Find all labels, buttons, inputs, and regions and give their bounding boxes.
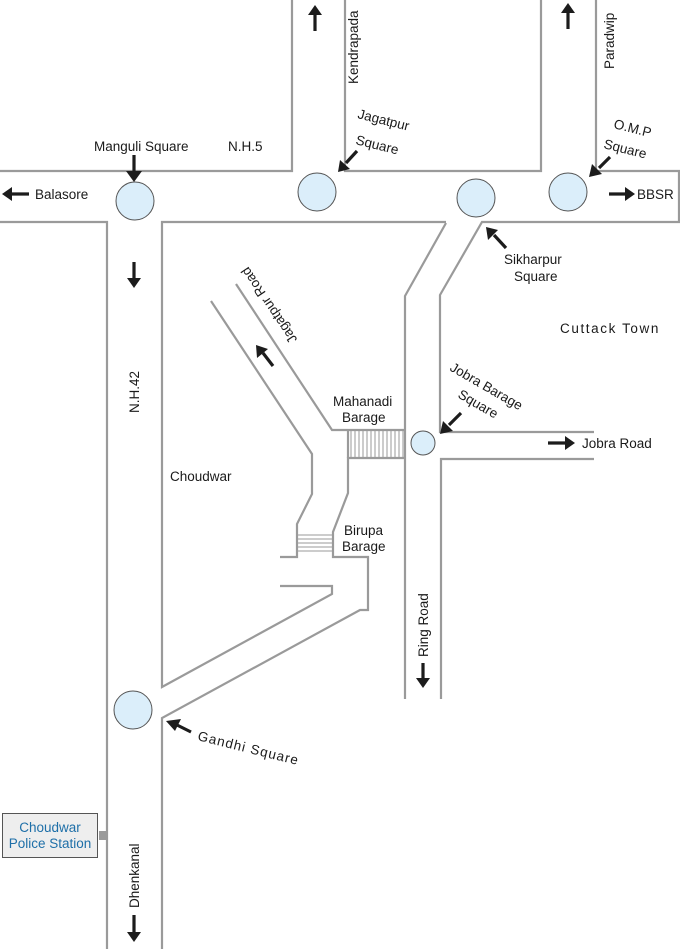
arrow-up-left-icon	[166, 719, 192, 734]
label-bbsr: BBSR	[637, 187, 674, 202]
label-sikharpur-square-line2: Square	[514, 269, 558, 284]
jobra-road-south-edge	[439, 457, 594, 699]
junction-sikharpur-square[interactable]	[456, 178, 496, 218]
gandhi-square-road-edge	[160, 456, 405, 949]
arrow-down-icon	[416, 663, 430, 688]
arrow-down-left-icon	[440, 411, 463, 434]
junction-omp-square[interactable]	[548, 172, 588, 212]
label-manguli-square: Manguli Square	[94, 139, 189, 154]
jagatpur-road-south-edge	[210, 300, 314, 559]
arrow-down-icon	[126, 155, 142, 182]
arrow-up-left-icon	[486, 227, 508, 250]
label-ring-road: Ring Road	[416, 593, 431, 657]
label-cuttack-town: Cuttack Town	[560, 321, 660, 336]
junction-gandhi-square[interactable]	[113, 690, 153, 730]
label-gandhi-square: Gandhi Square	[196, 728, 300, 768]
label-birupa-barage-line2: Barage	[342, 539, 386, 554]
police-station-connector	[99, 831, 106, 840]
kendrapada-road-east-edge	[343, 0, 543, 173]
label-nh5: N.H.5	[228, 139, 263, 154]
mahanadi-barage-hatch	[346, 430, 404, 458]
ring-road-west-edge	[403, 222, 447, 699]
label-sikharpur-square-line1: Sikharpur	[504, 252, 562, 267]
label-kendrapada: Kendrapada	[346, 10, 361, 84]
label-paradwip: Paradwip	[602, 13, 617, 69]
birupa-barage-hatch	[298, 534, 332, 552]
label-mahanadi-barage-line2: Barage	[342, 410, 386, 425]
police-station-box[interactable]: Choudwar Police Station	[2, 813, 98, 858]
police-station-line2: Police Station	[8, 835, 92, 851]
nh42-west-edge	[0, 220, 109, 949]
junction-jagatpur-square[interactable]	[297, 172, 337, 212]
arrow-up-icon	[561, 3, 575, 29]
arrow-down-icon	[127, 262, 141, 288]
nh5-north-edge-west	[0, 0, 294, 173]
label-dhenkanal: Dhenkanal	[127, 843, 142, 908]
label-balasore: Balasore	[35, 187, 88, 202]
arrow-right-icon	[548, 436, 575, 450]
junction-manguli-square[interactable]	[115, 181, 155, 221]
label-jobra-road: Jobra Road	[582, 436, 652, 451]
paradwip-road-east-edge	[438, 0, 680, 434]
nh5-south-edge-middle	[160, 220, 446, 689]
jagatpur-road-north-edge	[235, 283, 405, 432]
label-birupa-barage-line1: Birupa	[344, 523, 384, 538]
label-choudwar: Choudwar	[170, 469, 232, 484]
arrow-up-icon	[308, 5, 322, 31]
police-station-line1: Choudwar	[19, 819, 81, 835]
label-mahanadi-barage-line1: Mahanadi	[333, 394, 392, 409]
arrow-down-icon	[127, 915, 141, 942]
junction-jobra-barage-square[interactable]	[410, 430, 436, 456]
arrow-down-left-icon	[338, 149, 359, 172]
arrow-down-left-icon	[589, 155, 612, 177]
arrow-up-left-icon	[256, 345, 275, 367]
arrow-right-icon	[609, 187, 635, 201]
label-jagatpur-square-line2: Square	[354, 132, 400, 157]
label-nh42: N.H.42	[127, 371, 142, 413]
arrow-left-icon	[2, 187, 29, 201]
label-omp-square-line1: O.M.P	[612, 116, 653, 140]
label-jagatpur-square-line1: Jagatpur	[356, 106, 411, 133]
